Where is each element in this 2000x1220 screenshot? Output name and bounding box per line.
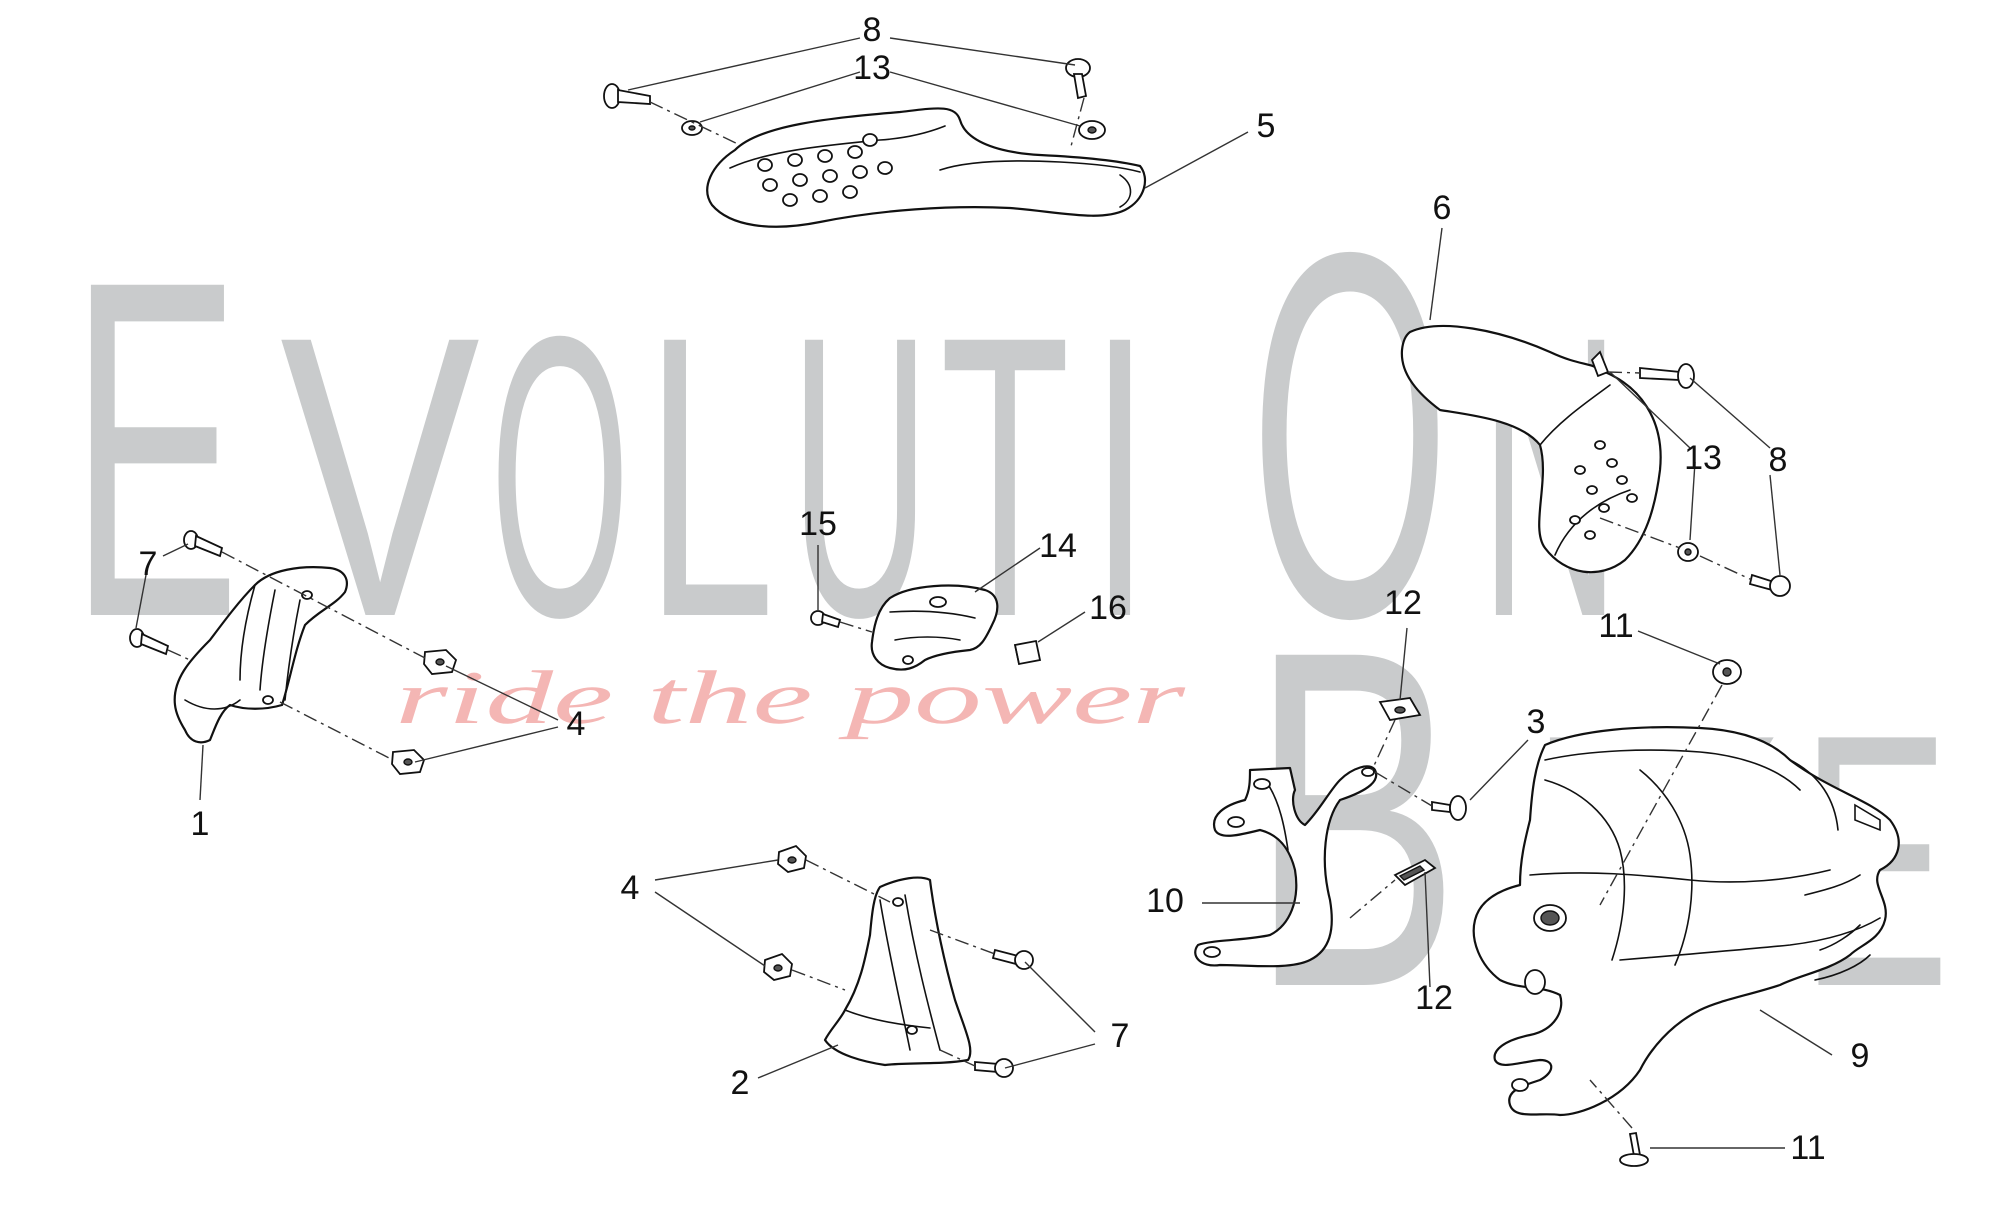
- part-16-pad: [1013, 639, 1042, 666]
- callout-12: 12: [1415, 979, 1453, 1017]
- screw-7-top: [991, 948, 1034, 970]
- callout-4: 4: [567, 705, 586, 743]
- callout-7: 7: [139, 545, 158, 583]
- nut-12-lower: [1393, 858, 1437, 887]
- watermark-letter: L: [645, 253, 775, 700]
- nut-4-upper: [423, 649, 458, 675]
- screw-11-lower: [1619, 1131, 1649, 1167]
- nut-4-lower: [391, 749, 426, 775]
- watermark: E V O L U T I O N B I K E ride the power: [70, 145, 1950, 1087]
- nut-4-bottom: [763, 952, 793, 981]
- callout-10: 10: [1146, 882, 1184, 920]
- screw-7-lower: [129, 628, 170, 656]
- part-2-bracket: [763, 844, 1034, 1078]
- watermark-letter: O: [490, 253, 630, 700]
- nut-11-upper: [1712, 659, 1742, 685]
- callout-1: 1: [191, 805, 210, 843]
- screw-7-bottom: [974, 1058, 1014, 1078]
- shield-6-perforations: [1569, 440, 1638, 540]
- callout-3: 3: [1527, 703, 1546, 741]
- callout-8: 8: [863, 11, 882, 49]
- screw-8-left: [603, 83, 651, 109]
- part-5-heat-shield: [603, 58, 1147, 228]
- nut-4-top: [777, 844, 807, 873]
- callout-11: 11: [1790, 1129, 1825, 1167]
- screw-7-upper: [183, 530, 224, 558]
- part-14-bracket: [870, 584, 999, 671]
- part-1-bracket: [129, 530, 458, 775]
- watermark-letter: I: [1090, 253, 1150, 700]
- callout-9: 9: [1851, 1037, 1870, 1075]
- callout-12: 12: [1384, 584, 1422, 622]
- watermark-letter: V: [280, 253, 481, 700]
- shield-5-perforations: [757, 133, 893, 207]
- callout-6: 6: [1433, 189, 1452, 227]
- screw-15: [810, 610, 842, 629]
- screw-3: [1431, 795, 1467, 821]
- callout-7: 7: [1111, 1017, 1130, 1055]
- leader-lines: [135, 37, 1833, 1149]
- callout-13: 13: [1684, 439, 1722, 477]
- part-9-muffler-guard: [1472, 726, 1900, 1117]
- callout-8: 8: [1769, 441, 1788, 479]
- callout-13: 13: [853, 49, 891, 87]
- callout-4: 4: [621, 869, 640, 907]
- screw-8-upper: [1639, 363, 1695, 389]
- callout-2: 2: [731, 1064, 750, 1102]
- watermark-tagline: ride the power: [395, 656, 1186, 740]
- nut-12-upper: [1378, 697, 1422, 721]
- part-6-heat-shield: [1400, 324, 1791, 597]
- callout-11: 11: [1598, 607, 1633, 645]
- callout-16: 16: [1089, 589, 1127, 627]
- callout-labels: 8 13 5 6 13 8 15 14 16 12 11 7 4 1 3 4 1…: [139, 11, 1870, 1167]
- screw-8-lower: [1748, 573, 1791, 597]
- watermark-letter: E: [70, 180, 240, 717]
- part-10-bracket: [1194, 765, 1378, 968]
- screw-8-right: [1065, 58, 1091, 100]
- watermark-letter: O: [1250, 145, 1450, 726]
- callout-5: 5: [1257, 107, 1276, 145]
- callout-14: 14: [1039, 527, 1077, 565]
- callout-15: 15: [799, 505, 837, 543]
